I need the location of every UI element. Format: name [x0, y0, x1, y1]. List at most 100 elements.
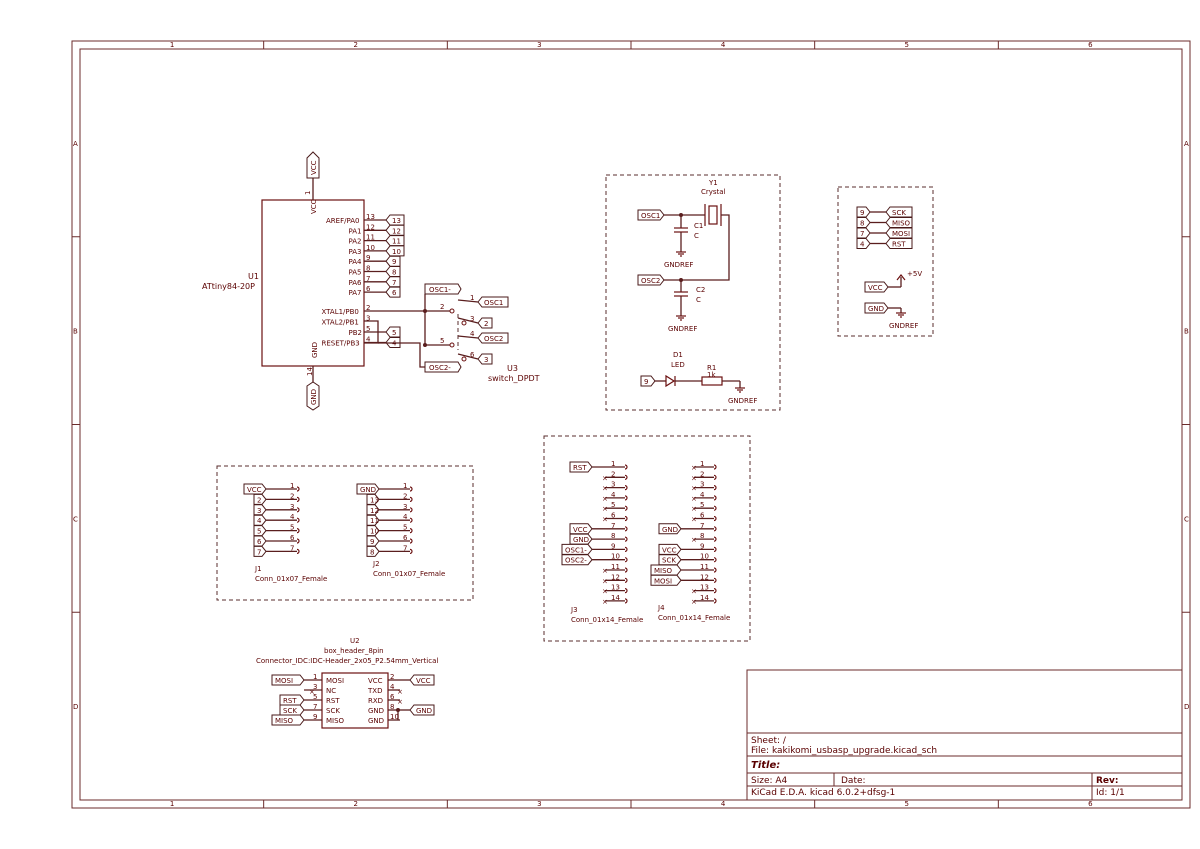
j2-pin-num: 2 — [403, 492, 407, 500]
u1-pin-num: 9 — [366, 254, 370, 262]
u1-net-6-text: 6 — [392, 289, 397, 297]
svg-text:GNDREF: GNDREF — [889, 322, 918, 330]
j3-socket — [624, 577, 628, 583]
u2-pin-num: 6 — [390, 693, 395, 701]
u1-net-5-flag — [385, 326, 401, 338]
svg-text:C: C — [696, 296, 701, 304]
svg-text:OSC2: OSC2 — [484, 335, 503, 343]
j4-nc-mark: × — [691, 495, 697, 503]
u1-pin-num: 3 — [366, 315, 370, 323]
j1-pin-num: 3 — [290, 503, 294, 511]
border-row-right-C: C — [1184, 515, 1189, 523]
j4-pin-num: 7 — [700, 522, 704, 530]
j3-nc-mark: × — [602, 495, 608, 503]
j4-label-9-text: VCC — [662, 546, 677, 554]
j3-nc-mark: × — [602, 474, 608, 482]
isp-num-7-text: 7 — [860, 230, 864, 238]
j4-socket — [713, 485, 717, 491]
j4-socket — [713, 567, 717, 573]
j3-socket — [624, 598, 628, 604]
isp-num-7-flag — [856, 227, 871, 239]
j3-pin-num: 3 — [611, 481, 615, 489]
crystal-section — [605, 174, 781, 411]
j3-pin-num: 1 — [611, 460, 615, 468]
u2-pin-num: 10 — [390, 713, 399, 721]
j4-pin-num: 5 — [700, 501, 704, 509]
u1-pin-num: 8 — [366, 265, 370, 273]
u2-net-MISO-text: MISO — [275, 717, 294, 725]
j3-socket — [624, 485, 628, 491]
u2-net-gnd-text: GND — [416, 707, 432, 715]
u1-net-12-text: 12 — [392, 227, 401, 235]
j1-j2-section — [216, 465, 474, 601]
j3-pin-num: 12 — [611, 573, 620, 581]
j3-pin-num: 14 — [611, 594, 620, 602]
u2-box-header[interactable]: U2 box_header_8pin Connector_IDC:IDC-Hea… — [256, 637, 438, 729]
y1-crystal[interactable]: Y1 Crystal C1 C GNDREF C2 C GNDREF OSC1 — [637, 179, 730, 333]
j4-pin-num: 12 — [700, 573, 709, 581]
u1-pin-num: 5 — [366, 325, 370, 333]
border-col-top-1: 1 — [170, 41, 174, 49]
j3-value: Conn_01x14_Female — [571, 616, 643, 624]
j1-label-2-flag — [253, 493, 267, 505]
j4-label-7-flag — [658, 523, 682, 535]
j4-nc-mark: × — [691, 464, 697, 472]
border-col-top-4: 4 — [721, 41, 726, 49]
u2-pin-name: VCC — [368, 677, 383, 685]
u3-value: switch_DPDT — [488, 374, 540, 383]
u1-net-13-flag — [385, 214, 405, 226]
border-col-bot-2: 2 — [354, 800, 358, 808]
j2-socket — [409, 528, 413, 534]
j2-label-2-flag — [366, 493, 380, 505]
j4-label-7-text: GND — [662, 526, 678, 534]
j3-pin-num: 11 — [611, 563, 620, 571]
j3-j4-section — [543, 435, 751, 642]
j1-label-2-text: 2 — [257, 496, 261, 504]
d1-led[interactable]: D1 LED 9 R1 1k GNDREF — [640, 351, 757, 405]
u1-net-5-text: 5 — [392, 329, 396, 337]
u3-switch[interactable]: 2 1 3 5 4 6 U3 switch_DPDT — [364, 294, 540, 383]
u3-ref: U3 — [507, 364, 518, 373]
u1-net-11-text: 11 — [392, 238, 401, 246]
u2-net-vcc-text: VCC — [416, 677, 431, 685]
j1-label-3-flag — [253, 504, 267, 516]
svg-text:Crystal: Crystal — [701, 188, 726, 196]
j2-socket — [409, 486, 413, 492]
isp-net-MOSI-flag — [885, 227, 913, 239]
isp-net-RST-flag — [885, 238, 913, 249]
border-col-bot-3: 3 — [537, 800, 541, 808]
j3-socket — [624, 536, 628, 542]
svg-text:1: 1 — [470, 294, 474, 302]
u1-pin-name: XTAL2/PB1 — [322, 319, 359, 327]
j2-label-7-text: 8 — [370, 548, 374, 556]
j3-pin-num: 4 — [611, 491, 616, 499]
j3-socket — [624, 567, 628, 573]
u1-pin-num: 4 — [366, 336, 371, 344]
j1-socket — [296, 538, 300, 544]
u1-pin-num: 11 — [366, 234, 375, 242]
j4-socket — [713, 515, 717, 522]
u2-pin-num: 3 — [313, 683, 317, 691]
j1-pin-num: 1 — [290, 482, 294, 490]
u1-net-7-flag — [385, 276, 401, 288]
tb-kicad: KiCad E.D.A. kicad 6.0.2+dfsg-1 — [751, 788, 895, 798]
j1-label-6-text: 6 — [257, 538, 262, 546]
svg-text:6: 6 — [470, 351, 475, 359]
j4-pin-num: 11 — [700, 563, 709, 571]
isp-net-MISO-flag — [885, 217, 913, 228]
u2-net-SCK-flag — [279, 704, 305, 716]
svg-text:OSC1: OSC1 — [641, 212, 660, 220]
u2-net-SCK-text: SCK — [283, 707, 297, 715]
isp-num-8-flag — [856, 217, 871, 228]
j3-label-1-flag — [569, 461, 593, 473]
j2-pin-num: 5 — [403, 524, 407, 532]
j3-socket — [624, 588, 628, 594]
border-row-right-A: A — [1184, 140, 1189, 148]
svg-text:5: 5 — [440, 337, 444, 345]
